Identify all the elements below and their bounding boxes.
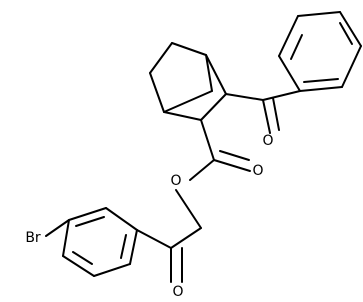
ester-oxygen-label: O (170, 173, 181, 189)
benzoyl-oxygen-label: O (262, 133, 273, 149)
bicyclic-core (149, 42, 227, 121)
phenyl-ring (278, 11, 362, 92)
ester-carbonyl-oxygen-label: O (252, 163, 263, 179)
ester-group (175, 119, 251, 229)
bromophenacyl-group (45, 207, 202, 283)
ketone-oxygen-label: O (172, 284, 183, 300)
bromine-label: Br (25, 230, 41, 246)
benzoyl-carbonyl-group (225, 90, 301, 134)
